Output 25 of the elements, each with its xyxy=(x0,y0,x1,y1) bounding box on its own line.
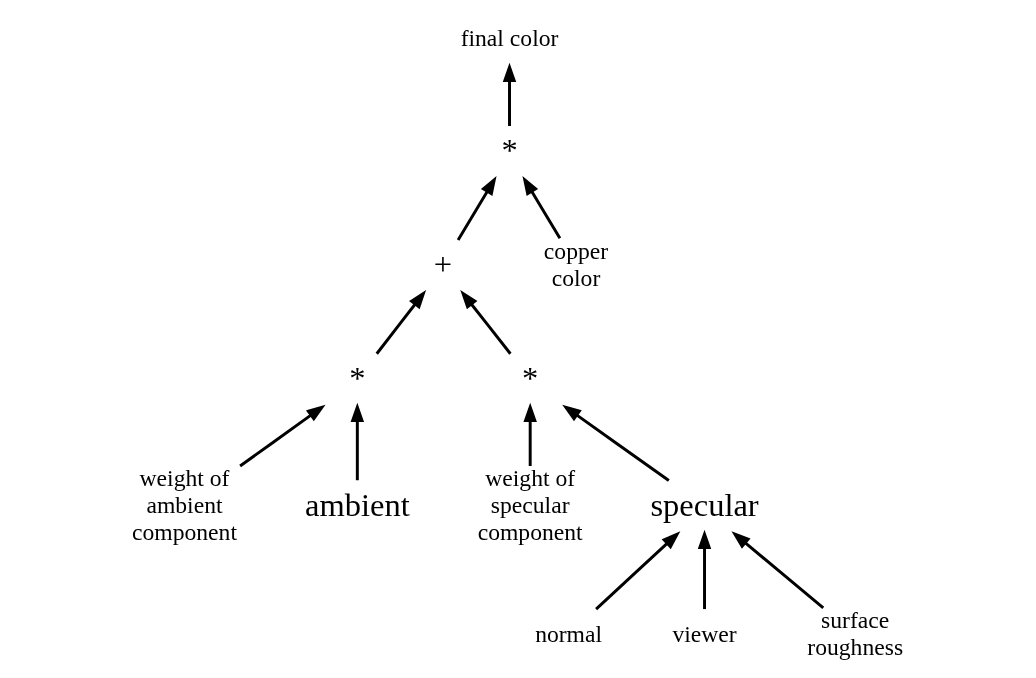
arrow xyxy=(731,531,825,609)
node-text: * xyxy=(501,132,518,169)
node-text: specular xyxy=(650,486,759,523)
node-text: weight of ambient component xyxy=(131,465,237,545)
node-text: viewer xyxy=(672,620,737,647)
arrow xyxy=(456,175,497,241)
node-text: copper color xyxy=(543,237,609,291)
arrow xyxy=(350,402,365,481)
arrow xyxy=(460,290,512,355)
arrow xyxy=(562,404,670,482)
arrow xyxy=(522,175,562,240)
arrow xyxy=(502,62,517,126)
node-text: normal xyxy=(535,620,603,647)
arrow xyxy=(523,402,537,466)
node-text: * xyxy=(522,359,539,396)
node-text: * xyxy=(349,359,366,396)
node-text: final color xyxy=(460,25,559,52)
node-text: + xyxy=(433,245,453,282)
node-text: surface roughness xyxy=(807,607,904,660)
arrow xyxy=(239,404,326,468)
arrow xyxy=(697,529,712,610)
node-text: ambient xyxy=(304,486,410,523)
node-text: weight of specular component xyxy=(477,465,583,545)
arrow xyxy=(595,531,681,611)
arrow xyxy=(375,290,427,355)
